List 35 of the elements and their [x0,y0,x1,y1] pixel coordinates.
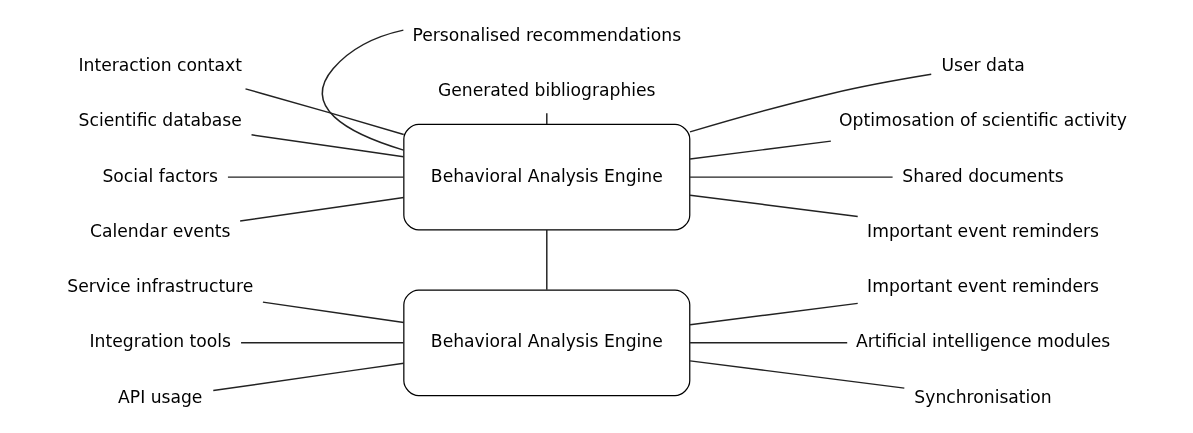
connector [262,300,405,323]
node-text: Social factors [102,165,219,186]
connector [689,302,859,325]
connector [240,341,405,343]
connector [689,175,894,178]
connector [239,196,405,222]
connector [321,28,405,151]
node-text: Interaction contaxt [78,54,242,75]
node-box: Behavioral Analysis Engine [403,123,691,230]
connector [244,87,405,135]
node-text: Generated bibliographies [438,79,656,100]
connector [689,139,832,160]
connector [689,193,859,217]
node-text: Service infrastructure [67,275,254,296]
node-text: Important event reminders [867,220,1099,241]
connector [689,359,906,389]
node-text: Artificial intelligence modules [855,330,1111,351]
node-text: Important event reminders [867,275,1099,296]
node-text: Personalised recommendations [412,24,682,45]
connector [689,73,932,133]
node-text: Synchronisation [914,386,1052,407]
connector [546,228,548,290]
node-text: API usage [118,386,203,407]
node-text: Integration tools [89,330,231,351]
node-text: Scientific database [78,109,242,130]
node-box: Behavioral Analysis Engine [403,288,691,396]
node-text: Optimosation of scientific activity [839,109,1127,130]
connector [227,175,405,178]
connector [546,112,548,125]
connector [250,133,405,157]
connector [689,341,848,343]
node-text: User data [941,54,1025,75]
node-text: Calendar events [90,220,231,241]
connector [212,361,405,391]
node-text: Shared documents [902,165,1064,186]
